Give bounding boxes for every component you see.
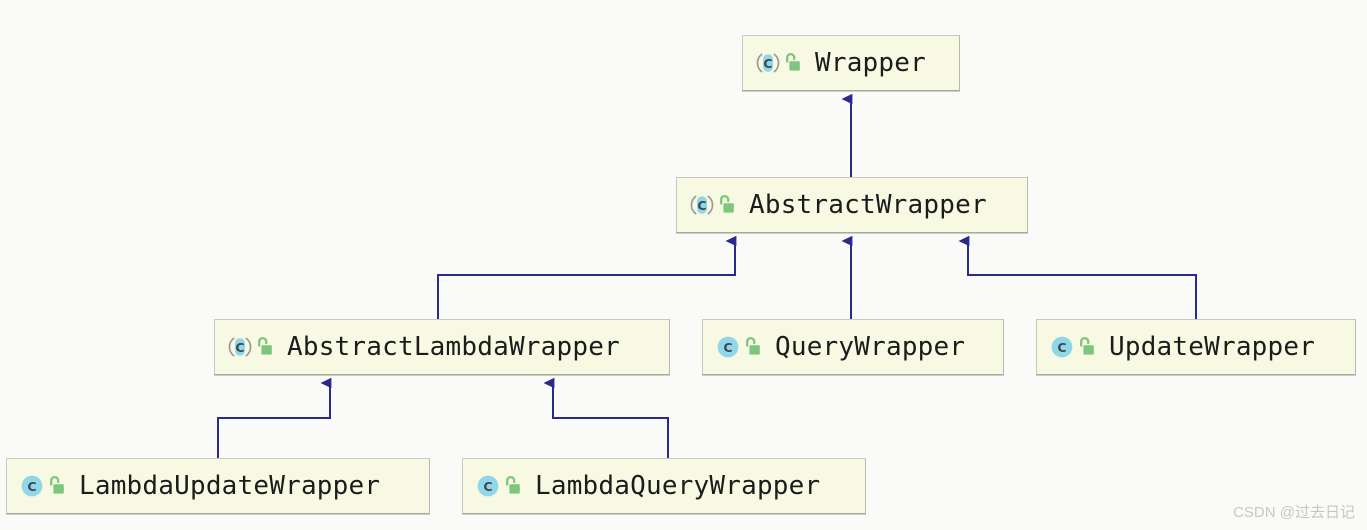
node-icon-group: C (755, 50, 801, 76)
unlocked-padlock-icon (784, 52, 801, 74)
class-node-update-wrapper[interactable]: C UpdateWrapper (1036, 319, 1356, 375)
abstract-class-icon: C (689, 192, 715, 218)
edge-update-wrapper-to-abstract-wrapper (958, 235, 1197, 319)
unlocked-padlock-icon (504, 475, 521, 497)
svg-text:C: C (1057, 340, 1066, 355)
node-icon-group: C (715, 334, 761, 360)
unlocked-padlock-icon (48, 475, 65, 497)
concrete-class-icon: C (475, 473, 501, 499)
node-icon-group: C (19, 473, 65, 499)
concrete-class-icon: C (715, 334, 741, 360)
unlocked-padlock-icon (256, 336, 273, 358)
svg-text:C: C (483, 479, 492, 494)
unlocked-padlock-icon (718, 194, 735, 216)
class-node-abstract-wrapper[interactable]: C AbstractWrapper (676, 177, 1028, 233)
class-node-label: AbstractWrapper (749, 190, 987, 220)
svg-text:C: C (763, 56, 772, 71)
watermark: CSDN @过去日记 (1233, 504, 1355, 521)
class-node-wrapper[interactable]: C Wrapper (742, 35, 960, 91)
class-node-label: UpdateWrapper (1109, 332, 1316, 362)
concrete-class-icon: C (19, 473, 45, 499)
svg-text:C: C (723, 340, 732, 355)
class-node-label: LambdaQueryWrapper (535, 471, 821, 501)
node-icon-group: C (689, 192, 735, 218)
abstract-class-icon: C (755, 50, 781, 76)
class-node-query-wrapper[interactable]: C QueryWrapper (702, 319, 1004, 375)
class-node-label: QueryWrapper (775, 332, 966, 362)
class-node-abstract-lambda-wrapper[interactable]: C AbstractLambdaWrapper (214, 319, 670, 375)
concrete-class-icon: C (1049, 334, 1075, 360)
class-node-label: Wrapper (815, 48, 926, 78)
class-node-lambda-query-wrapper[interactable]: C LambdaQueryWrapper (462, 458, 866, 514)
unlocked-padlock-icon (1078, 336, 1095, 358)
class-node-label: AbstractLambdaWrapper (287, 332, 620, 362)
edge-lambda-update-wrapper-to-abstract-lambda-wrapper (217, 377, 332, 458)
node-icon-group: C (475, 473, 521, 499)
node-icon-group: C (1049, 334, 1095, 360)
svg-text:C: C (27, 479, 36, 494)
svg-text:C: C (235, 340, 244, 355)
edge-abstract-lambda-wrapper-to-abstract-wrapper (437, 235, 737, 319)
class-node-label: LambdaUpdateWrapper (79, 471, 381, 501)
class-node-lambda-update-wrapper[interactable]: C LambdaUpdateWrapper (6, 458, 430, 514)
inheritance-edges (217, 93, 1197, 458)
unlocked-padlock-icon (744, 336, 761, 358)
abstract-class-icon: C (227, 334, 253, 360)
svg-text:C: C (697, 198, 706, 213)
edge-lambda-query-wrapper-to-abstract-lambda-wrapper (543, 377, 669, 458)
node-icon-group: C (227, 334, 273, 360)
